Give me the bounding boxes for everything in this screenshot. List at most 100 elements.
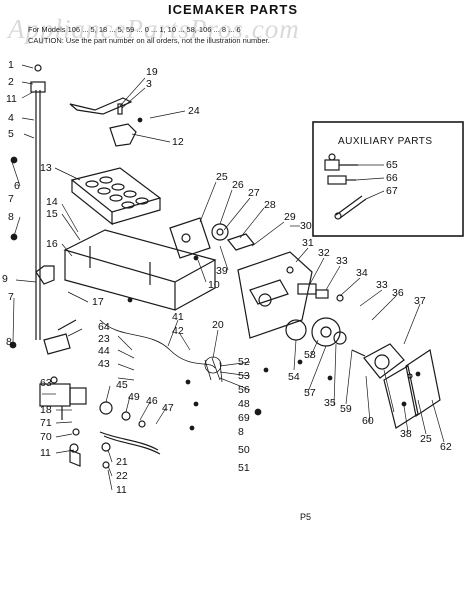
inlet-part [69,428,81,467]
callout: 9 [2,273,8,285]
callout: 2 [8,76,14,88]
callout: 29 [284,211,296,223]
callout: 14 [46,196,58,208]
callout: 8 [238,426,244,438]
callout: 53 [238,370,250,382]
aux-fitting-part [327,175,356,185]
callout: 30 [300,220,312,232]
callout: 13 [40,162,52,174]
callout: 58 [304,349,316,361]
callout: 12 [172,136,184,148]
callout: 54 [288,371,300,383]
callout: 36 [392,287,404,299]
watermark: AppliancePartsPros.com [8,14,300,44]
callout: 57 [304,387,316,399]
callout: 42 [172,325,184,337]
callout: 20 [212,319,224,331]
callout: 47 [162,402,174,414]
aux-callout-65: 65 [386,159,398,171]
callout: 35 [324,397,336,409]
callout: 27 [248,187,260,199]
valve-fittings [99,401,146,428]
auxiliary-box [312,121,464,237]
thermostat-part [43,319,77,355]
callout: 11 [40,447,51,459]
callout: 26 [232,179,244,191]
callout: 10 [208,279,220,291]
callout: 64 [98,321,110,333]
aux-valve-part [324,153,358,171]
callout: 25 [216,171,228,183]
callout: 31 [302,237,314,249]
callout: 3 [146,78,152,90]
callout: 15 [46,208,58,220]
callout: 59 [340,403,352,415]
callout: 62 [440,441,452,453]
callout: 6 [14,180,20,192]
motor-part [351,343,405,379]
small-screws [127,117,421,431]
callout: 24 [188,105,200,117]
callout: 63 [40,377,52,389]
callout: 25 [420,433,432,445]
callout: 50 [238,444,250,456]
callout: 32 [318,247,330,259]
callout: 71 [40,417,52,429]
water-valve-part [39,376,87,420]
callout: 7 [8,193,14,205]
callout: 60 [362,415,374,427]
callout: 19 [146,66,158,78]
callout: 4 [8,112,14,124]
auxiliary-parts-title: AUXILIARY PARTS [338,136,433,147]
callout: 16 [46,238,58,250]
callout: 33 [336,255,348,267]
callout: 56 [238,384,250,396]
callout: 11 [116,484,127,496]
front-cover-part [383,349,441,429]
callout: 18 [40,404,52,416]
mounting-bracket-part [69,97,137,147]
callout: 11 [6,93,17,105]
fill-tubing-part [99,431,161,469]
caution-line: CAUTION: Use the part number on all orde… [28,36,270,45]
callout: 38 [400,428,412,440]
aux-callout-66: 66 [386,172,398,184]
callout: 52 [238,356,250,368]
callout: 46 [146,395,158,407]
callout: 8 [8,211,14,223]
page-code: P5 [300,512,312,522]
callout: 34 [356,267,368,279]
callout: 45 [116,379,128,391]
callout: 70 [40,431,52,443]
aux-heater-part [334,195,367,220]
diagram-title: ICEMAKER PARTS [168,2,299,17]
aux-callout-67: 67 [386,185,398,197]
callout: 22 [116,470,128,482]
callout: 37 [414,295,426,307]
callout: 49 [128,391,140,403]
models-line: For Models 106 ... 5, 18 ... 5, 59 ... 0… [28,25,241,34]
control-module-part [237,251,313,339]
callout: 7 [8,291,14,303]
callout: 5 [8,128,14,140]
callout: 43 [98,358,110,370]
callout: 21 [116,456,128,468]
callout: 41 [172,311,184,323]
callout: 39 [216,265,228,277]
fill-tube-part [30,64,55,340]
callout: 17 [92,296,104,308]
callout: 8 [6,336,12,348]
callout: 51 [238,462,250,474]
callout: 1 [8,59,14,71]
callout: 28 [264,199,276,211]
shutoff-arm-part [169,217,229,259]
callout: 48 [238,398,250,410]
icemaker-housing-part [63,229,217,311]
wiring-harness-part [99,319,223,383]
callout: 33 [376,279,388,291]
leader-lines [11,64,445,491]
callout: 23 [98,333,110,345]
ice-mold-part [70,167,162,226]
